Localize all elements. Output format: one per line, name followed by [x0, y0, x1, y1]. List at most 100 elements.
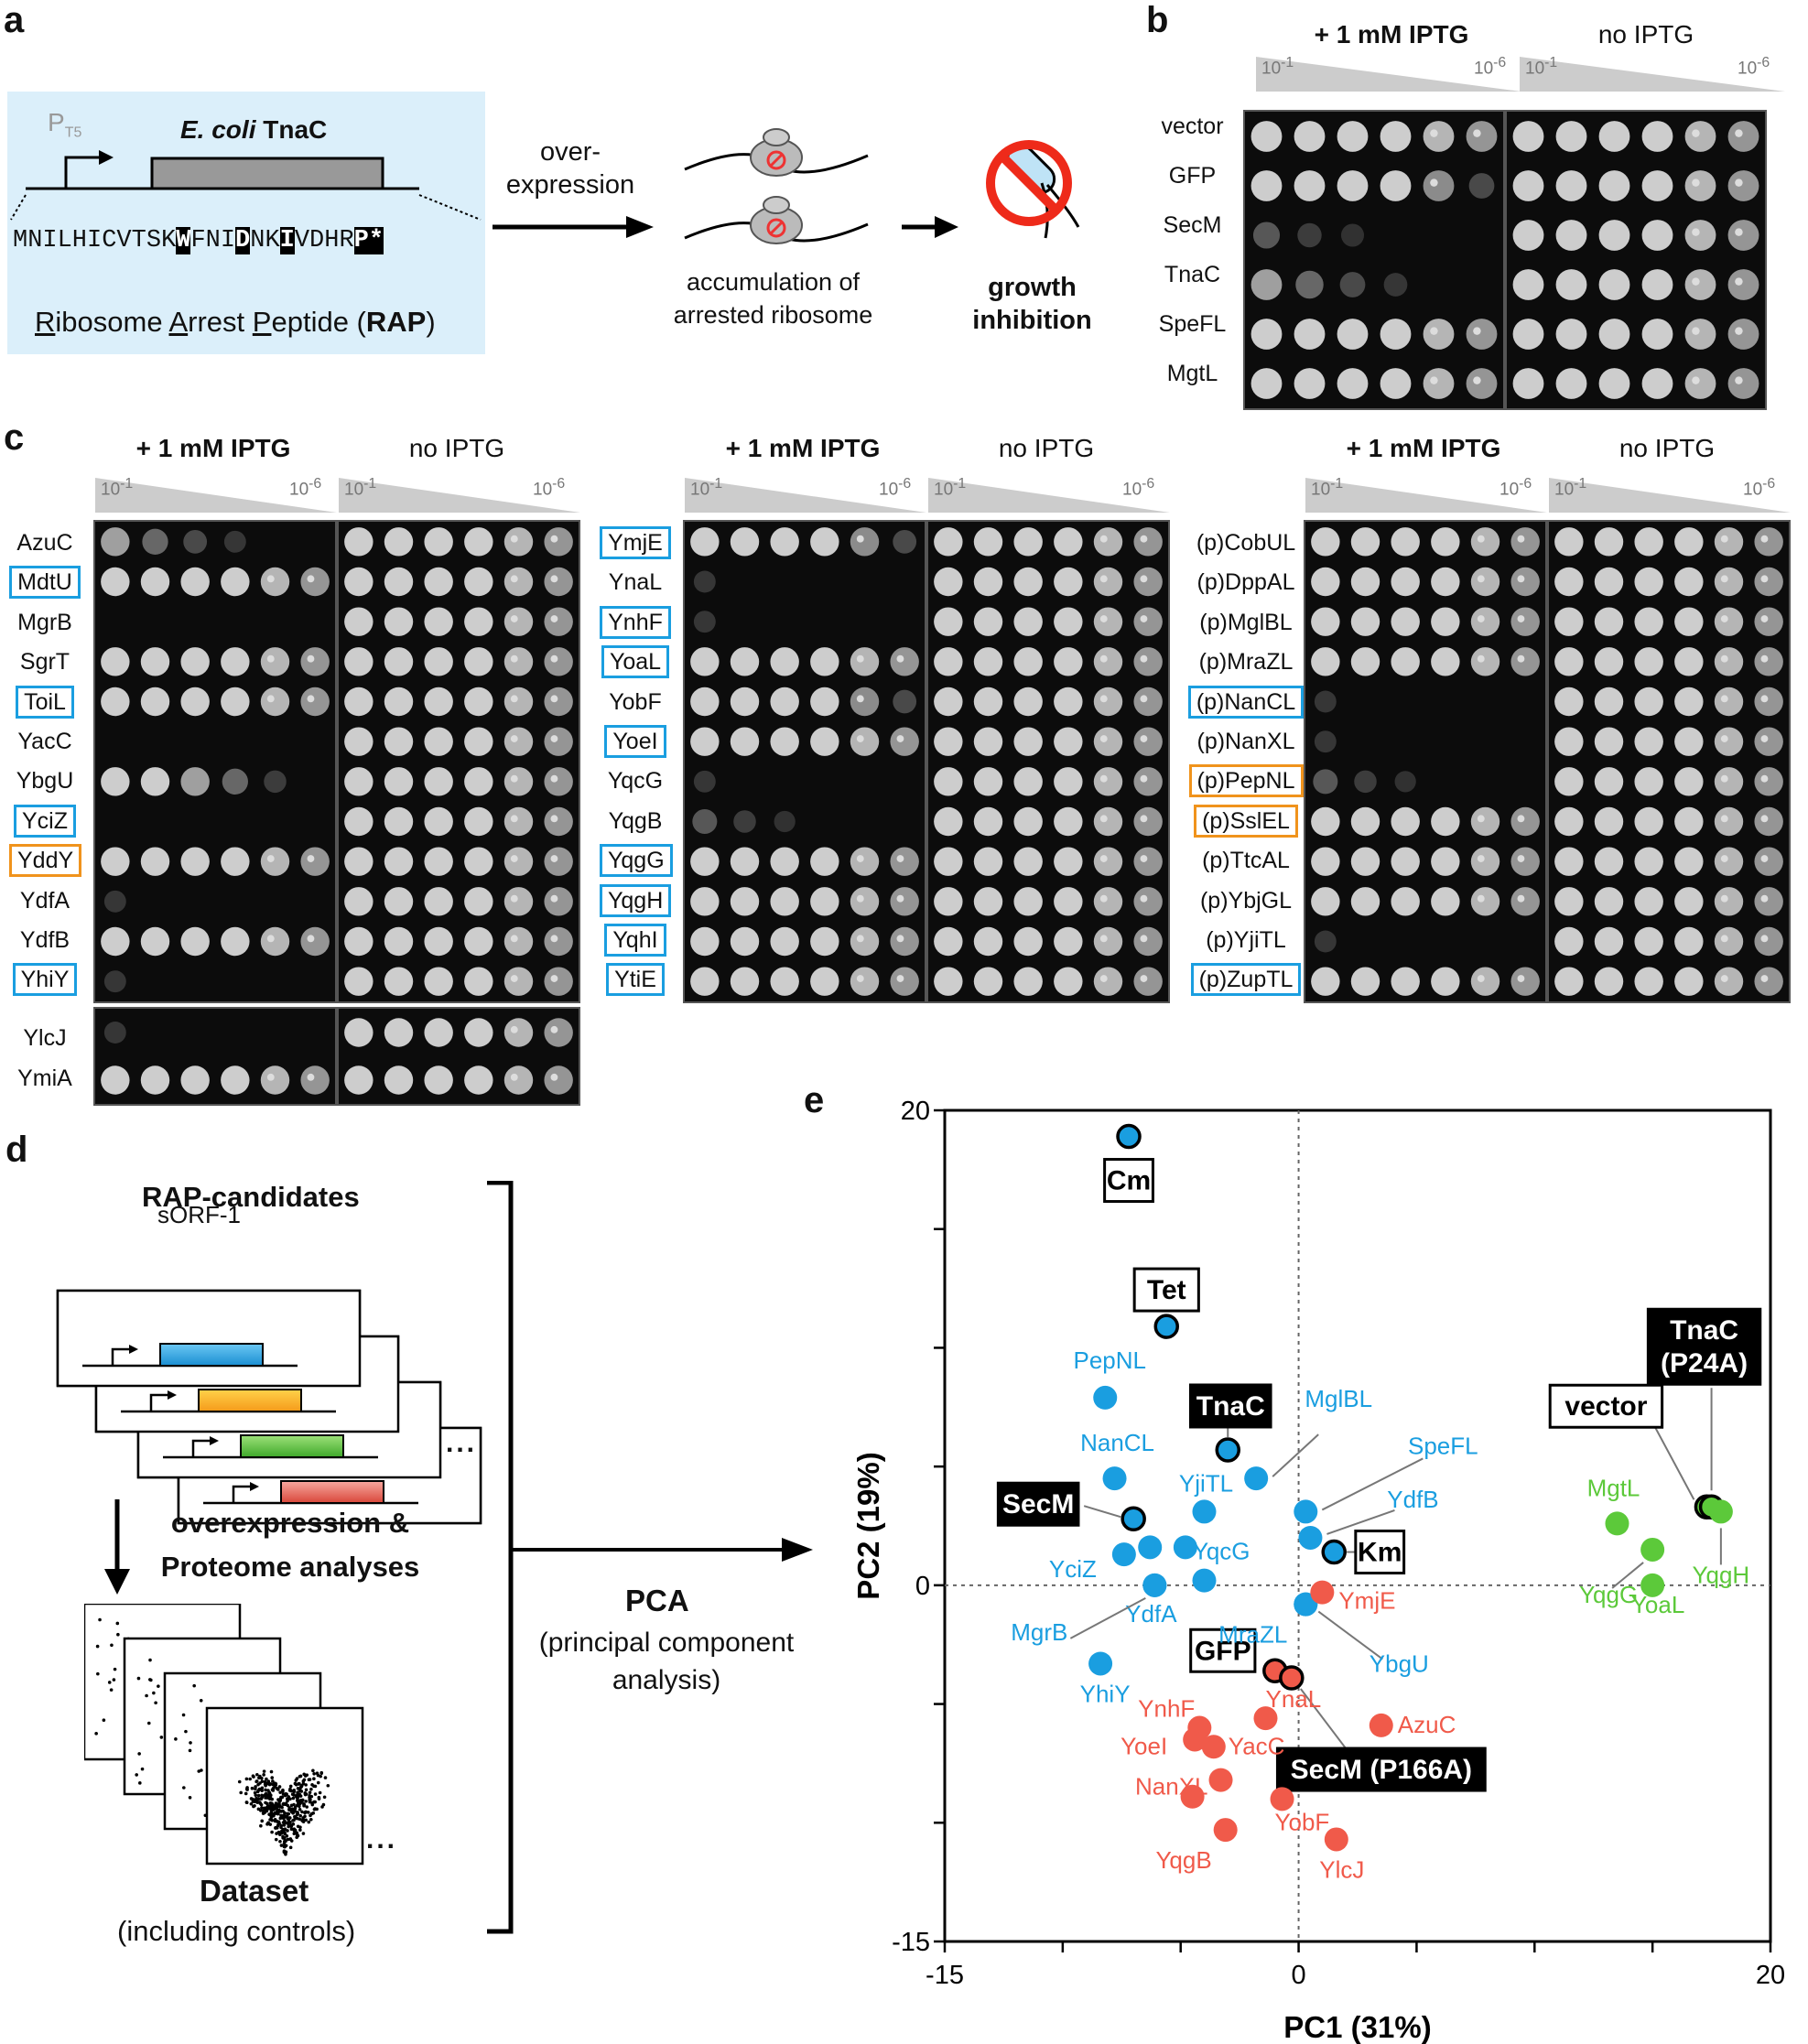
- colony-spot: [1391, 806, 1420, 837]
- point-label: AzuC: [1398, 1711, 1456, 1738]
- agar-plate: [926, 520, 1170, 1003]
- colony-spot: [973, 926, 1003, 957]
- colony-dot: [1760, 975, 1769, 982]
- colony-spot: [140, 847, 170, 876]
- agar-plate: [93, 1007, 337, 1106]
- sorf-card: [56, 1289, 362, 1388]
- control-label-box: [1188, 1383, 1272, 1429]
- colony-spot: [1714, 607, 1744, 636]
- colony-spot: [1250, 269, 1283, 300]
- panel-c-letter: c: [4, 417, 25, 458]
- panel-d-letter: d: [5, 1130, 28, 1170]
- colony-spot: [1340, 223, 1365, 247]
- x-axis-label: PC1 (31%): [1283, 2010, 1431, 2044]
- accumulation-label: accumulation of arrested ribosome: [673, 268, 873, 329]
- plate-row-label: YnaL: [600, 568, 671, 596]
- colony-spot: [424, 926, 453, 957]
- dilution-end-label: 10-6: [1122, 476, 1155, 500]
- colony-spot: [1510, 967, 1540, 996]
- colony-spot: [1133, 967, 1163, 996]
- colony-spot: [1013, 727, 1043, 756]
- colony-dot: [1760, 855, 1769, 862]
- plate-row-label: YddY: [9, 844, 82, 878]
- colony-spot: [1295, 270, 1324, 299]
- colony-dot: [1720, 935, 1728, 943]
- colony-spot: [1354, 770, 1377, 794]
- data-dot: [318, 1790, 322, 1795]
- plate-row-label: (p)NanXL: [1186, 728, 1305, 755]
- data-dot: [322, 1795, 327, 1800]
- plate-row-label: YmjE: [600, 526, 671, 559]
- data-dot: [192, 1683, 196, 1688]
- colony-dot: [510, 855, 518, 862]
- colony-spot: [384, 1018, 414, 1047]
- control-label-box: [1354, 1530, 1406, 1575]
- spot-dilutions: [690, 527, 919, 996]
- colony-spot: [1555, 121, 1587, 152]
- colony-spot: [1470, 527, 1500, 557]
- data-dot: [291, 1822, 296, 1826]
- colony-spot: [544, 687, 573, 717]
- colony-spot: [1470, 967, 1500, 996]
- colony-spot: [424, 887, 453, 916]
- plate-row-label: (p)TtcAL: [1186, 847, 1305, 874]
- colony-spot: [1294, 319, 1326, 350]
- colony-dot: [1517, 975, 1525, 982]
- data-dot: [273, 1818, 277, 1822]
- colony-spot: [1470, 887, 1500, 916]
- highlighted-rap-label: (p)PepNL: [1188, 764, 1304, 798]
- colony-spot: [223, 530, 246, 553]
- colony-dot: [1517, 815, 1525, 823]
- colony-spot: [1311, 847, 1340, 876]
- data-dot: [137, 1752, 141, 1756]
- colony-dot: [510, 535, 518, 543]
- colony-dot: [550, 735, 558, 742]
- plate-row-label: MgtL: [1166, 361, 1218, 386]
- plate-row-label: YqgG: [600, 844, 673, 878]
- colony-spot: [1013, 967, 1043, 996]
- colony-spot: [1554, 767, 1584, 796]
- point-label: YoaL: [1631, 1591, 1684, 1618]
- colony-spot: [1350, 967, 1380, 996]
- highlighted-rap-label: YtiE: [606, 963, 665, 997]
- colony-spot: [1093, 687, 1123, 717]
- colony-spot: [180, 567, 210, 597]
- data-dot: [286, 1837, 290, 1842]
- colony-spot: [1391, 607, 1420, 636]
- colony-spot: [1314, 730, 1337, 753]
- colony-dot: [1099, 975, 1108, 982]
- colony-spot: [1641, 170, 1673, 201]
- spot-dilutions: [101, 527, 330, 993]
- colony-dot: [1430, 376, 1438, 384]
- colony-spot: [344, 1065, 374, 1095]
- rap-sequence: MNILHICVTSKWFNIDNKIVDHRP*: [13, 227, 384, 254]
- data-dot: [110, 1643, 114, 1648]
- pca-point: [1253, 1706, 1278, 1731]
- overexpression-proteome-label: overexpression & Proteome analyses: [160, 1507, 420, 1583]
- rap-label: (p)YbjGL: [1199, 887, 1293, 914]
- colony-spot: [1054, 847, 1083, 876]
- sorf-label: sORF-1: [157, 1201, 241, 1228]
- colony-spot: [1093, 647, 1123, 676]
- colony-spot: [1594, 647, 1624, 676]
- data-dot: [281, 1802, 286, 1806]
- colony-spot: [503, 967, 534, 996]
- plate-row-label: YhiY: [9, 963, 81, 997]
- rap-label: (p)MraZL: [1198, 649, 1294, 676]
- data-dot: [284, 1844, 288, 1848]
- colony-dot: [266, 1073, 275, 1081]
- colony-spot: [544, 887, 573, 916]
- colony-spot: [1555, 368, 1587, 399]
- data-dot: [306, 1811, 310, 1814]
- colony-spot: [693, 770, 716, 793]
- colony-spot: [1634, 767, 1663, 796]
- data-dot: [149, 1678, 153, 1682]
- colony-spot: [1594, 727, 1624, 756]
- highlighted-rap-label: YoaL: [601, 645, 670, 679]
- label-leader: [1069, 1596, 1146, 1639]
- colony-spot: [1554, 967, 1584, 996]
- colony-spot: [1311, 647, 1340, 676]
- colony-spot: [424, 527, 453, 557]
- data-dot: [251, 1800, 255, 1803]
- rap-label: YdfB: [19, 927, 70, 953]
